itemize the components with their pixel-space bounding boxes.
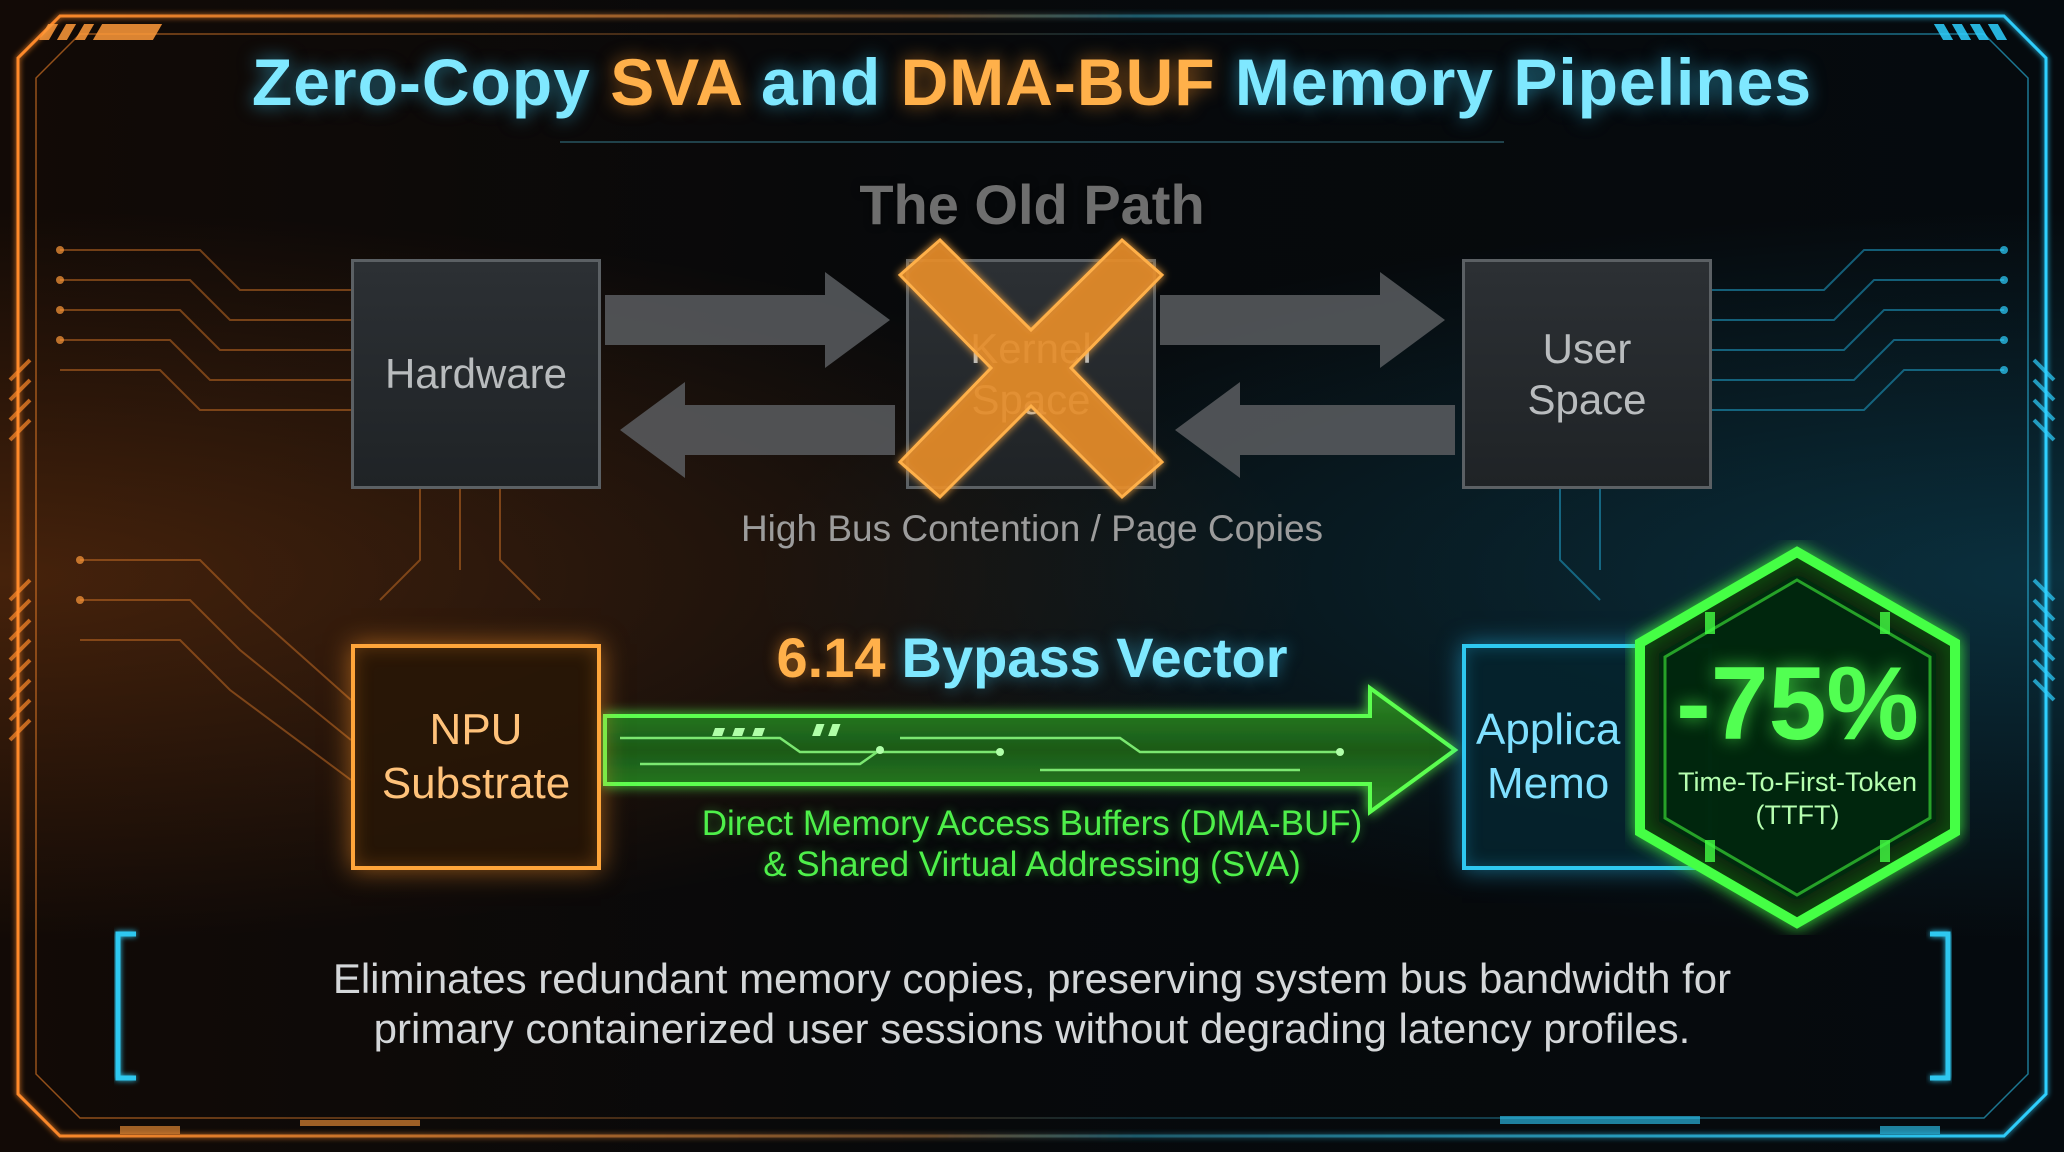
circuit-traces-right [1559,249,2004,601]
corner-stripes-left [38,24,163,40]
user-space-box: User Space [1462,259,1712,489]
npu-substrate-box: NPU Substrate [351,644,601,870]
title-text: Zero-Copy [251,45,591,119]
title-highlight-dmabuf: DMA-BUF [900,45,1216,119]
hardware-label: Hardware [384,350,568,398]
right-hatch [2032,358,2056,702]
kernel-space-label: Kernel Space [970,324,1092,423]
left-hatch [8,358,32,742]
right-bracket [1930,931,1951,1081]
page-title: Zero-Copy SVA and DMA-BUF Memory Pipelin… [0,44,2064,120]
circuit-traces-left [60,249,541,781]
application-memory-label: Applica Memo [1476,705,1621,808]
ttft-label: Time-To-First-Token (TTFT) [1677,767,1918,830]
ttft-value: -75% [1676,646,1919,762]
hardware-box: Hardware [351,259,601,489]
left-bracket [115,931,136,1081]
title-text-tail: Memory Pipelines [1234,45,1813,119]
bypass-version: 6.14 [776,626,886,689]
bypass-caption: Direct Memory Access Buffers (DMA-BUF) &… [701,804,1363,884]
old-path-heading: The Old Path [859,173,1205,236]
title-highlight-sva: SVA [610,45,742,119]
summary-text: Eliminates redundant memory copies, pres… [332,955,1732,1053]
title-text-and: and [760,45,882,119]
old-path-caption: High Bus Contention / Page Copies [740,508,1324,549]
bypass-heading-text: Bypass Vector [901,626,1288,689]
hexagon-badge-icon [1635,546,1960,929]
corner-stripes-right [1933,24,2008,40]
npu-substrate-label: NPU Substrate [381,705,571,808]
user-space-label: User Space [1527,324,1647,423]
kernel-space-box: Kernel Space [906,259,1156,489]
ttft-metric-badge: -75% Time-To-First-Token (TTFT) [1625,540,1970,935]
